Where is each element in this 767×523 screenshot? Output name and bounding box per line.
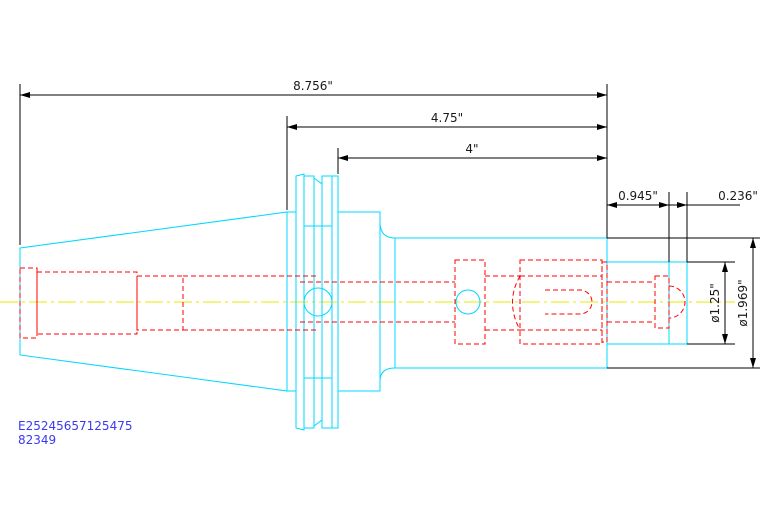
dimension-lines: [19, 84, 760, 369]
hidden-features: [19, 259, 686, 345]
cross-hole-body: [455, 289, 481, 315]
cross-hole-flange: [303, 287, 333, 317]
part-code-line-1: E25245657125475: [18, 419, 133, 433]
dim-bore-diameter: ø1.25": [708, 283, 722, 323]
dimension-arrows: [20, 92, 756, 368]
dim-nose-length: 0.945": [618, 189, 658, 203]
part-outline: [19, 173, 688, 431]
dim-length-from-flange: 4.75": [431, 111, 463, 125]
dim-overall-length: 8.756": [293, 79, 333, 93]
dim-length-from-face: 4": [465, 142, 478, 156]
part-code: E25245657125475 82349: [18, 419, 132, 447]
dim-tip-length: 0.236": [718, 189, 758, 203]
part-code-line-2: 82349: [18, 433, 57, 447]
dim-body-diameter: ø1.969": [736, 279, 750, 326]
